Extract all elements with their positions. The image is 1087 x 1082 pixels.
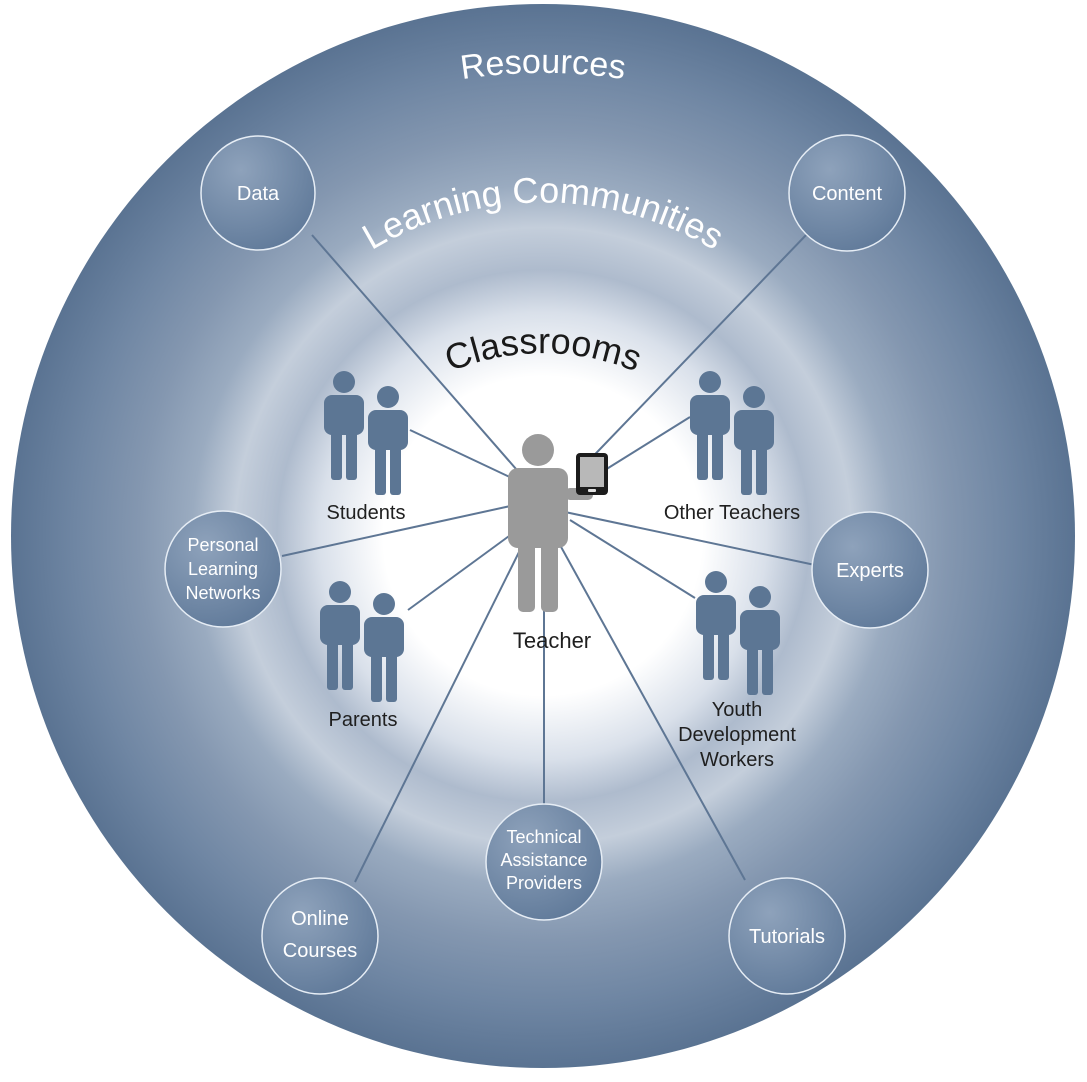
connector-students bbox=[409, 429, 517, 481]
connector-personal-learning-networks bbox=[281, 504, 516, 557]
connector-experts bbox=[564, 511, 816, 566]
group-label-youth-line-1: Youth bbox=[712, 699, 762, 721]
connector-tutorials bbox=[559, 544, 746, 881]
person-icon bbox=[320, 581, 360, 690]
group-label-youth-line-3: Workers bbox=[700, 749, 774, 771]
person-icon bbox=[324, 371, 364, 480]
other-teachers-figures bbox=[690, 371, 774, 495]
group-label-students: Students bbox=[327, 502, 406, 524]
resource-label: Experts bbox=[836, 560, 904, 582]
resource-label: Personal bbox=[187, 535, 258, 555]
connector-online-courses bbox=[354, 539, 526, 883]
person-icon bbox=[690, 371, 730, 480]
youth-development-workers-figures bbox=[696, 571, 780, 695]
connector-lines bbox=[281, 232, 816, 883]
group-label-youth-line-2: Development bbox=[678, 724, 796, 746]
resource-label: Content bbox=[812, 183, 882, 205]
connector-content bbox=[577, 232, 809, 473]
group-label-parents: Parents bbox=[329, 709, 398, 731]
resource-node-experts[interactable]: Experts bbox=[811, 511, 929, 629]
person-icon bbox=[364, 593, 404, 702]
resource-label: Tutorials bbox=[749, 926, 825, 948]
connector-other-teachers bbox=[604, 416, 691, 471]
connector-youth-workers bbox=[569, 519, 696, 599]
resource-node-personal-learning-networks[interactable]: Personal Learning Networks bbox=[164, 510, 282, 628]
person-icon bbox=[368, 386, 408, 495]
students-figures bbox=[324, 371, 408, 495]
resource-label: Technical bbox=[506, 827, 581, 847]
parents-figures bbox=[320, 581, 404, 702]
person-icon bbox=[740, 586, 780, 695]
resource-label: Networks bbox=[185, 583, 260, 603]
resources-label: Resources bbox=[458, 43, 628, 87]
person-icon bbox=[696, 571, 736, 680]
resource-label: Assistance bbox=[500, 850, 587, 870]
resource-node-online-courses[interactable]: Online Courses bbox=[261, 877, 379, 995]
resource-label: Providers bbox=[506, 873, 582, 893]
resource-node-data[interactable]: Data bbox=[200, 135, 316, 251]
resource-node-technical-assistance-providers[interactable]: Technical Assistance Providers bbox=[485, 803, 603, 921]
resource-label: Online bbox=[291, 908, 349, 930]
resource-label: Courses bbox=[283, 940, 357, 962]
resource-label: Data bbox=[237, 183, 280, 205]
person-icon bbox=[734, 386, 774, 495]
connector-data bbox=[311, 234, 531, 486]
teacher-figure bbox=[508, 434, 593, 612]
tablet-icon bbox=[576, 453, 608, 495]
resource-node-tutorials[interactable]: Tutorials bbox=[728, 877, 846, 995]
group-label-other-teachers: Other Teachers bbox=[664, 502, 800, 524]
resource-label: Learning bbox=[188, 559, 258, 579]
resource-node-content[interactable]: Content bbox=[788, 134, 906, 252]
connector-parents bbox=[407, 527, 521, 611]
teacher-label: Teacher bbox=[513, 628, 591, 653]
